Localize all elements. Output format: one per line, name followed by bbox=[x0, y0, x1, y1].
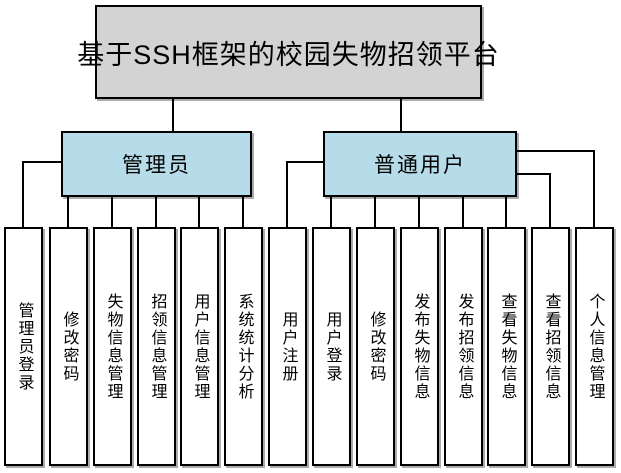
branch-node-user: 普通用户 bbox=[323, 131, 517, 197]
leaf-label: 用户信息管理 bbox=[191, 292, 209, 401]
connector-line bbox=[418, 196, 420, 227]
connector-line bbox=[198, 196, 200, 227]
connector-line bbox=[516, 173, 551, 175]
leaf-label: 失物信息管理 bbox=[104, 292, 122, 401]
connector-line bbox=[505, 196, 507, 227]
leaf-personal-info-management: 个人信息管理 bbox=[575, 227, 614, 466]
leaf-label: 个人信息管理 bbox=[586, 292, 604, 401]
connector-line bbox=[400, 99, 402, 131]
connector-line bbox=[111, 196, 113, 227]
connector-line bbox=[172, 99, 174, 131]
connector-line bbox=[286, 161, 325, 163]
leaf-label: 系统统计分析 bbox=[235, 292, 253, 401]
connector-line bbox=[549, 173, 551, 227]
leaf-view-found-info: 查看招领信息 bbox=[531, 227, 570, 466]
connector-line bbox=[22, 161, 63, 163]
root-node: 基于SSH框架的校园失物招领平台 bbox=[77, 5, 499, 99]
leaf-user-register: 用户注册 bbox=[268, 227, 307, 466]
branch-node-admin: 管理员 bbox=[61, 131, 252, 197]
leaf-label: 修改密码 bbox=[60, 310, 78, 383]
connector-line bbox=[155, 196, 157, 227]
leaf-label: 管理员登录 bbox=[15, 301, 33, 392]
leaf-admin-login: 管理员登录 bbox=[4, 227, 43, 466]
leaf-user-info-management: 用户信息管理 bbox=[180, 227, 219, 466]
connector-line bbox=[374, 196, 376, 227]
leaf-publish-lost-info: 发布失物信息 bbox=[400, 227, 439, 466]
leaf-user-login: 用户登录 bbox=[312, 227, 351, 466]
leaf-label: 查看失物信息 bbox=[498, 292, 516, 401]
connector-line bbox=[462, 196, 464, 227]
leaf-change-password-admin: 修改密码 bbox=[49, 227, 88, 466]
leaf-label: 用户登录 bbox=[323, 310, 341, 383]
leaf-label: 发布失物信息 bbox=[411, 292, 429, 401]
leaf-found-info-management: 招领信息管理 bbox=[137, 227, 176, 466]
leaf-label: 招领信息管理 bbox=[148, 292, 166, 401]
connector-line bbox=[286, 161, 288, 227]
connector-line bbox=[242, 196, 244, 227]
leaf-publish-found-info: 发布招领信息 bbox=[444, 227, 483, 466]
leaf-system-statistics: 系统统计分析 bbox=[224, 227, 263, 466]
connector-line bbox=[22, 161, 24, 227]
root-node-label: 基于SSH框架的校园失物招领平台 bbox=[77, 39, 500, 70]
leaf-label: 发布招领信息 bbox=[455, 292, 473, 401]
branch-node-admin-label: 管理员 bbox=[122, 154, 191, 177]
leaf-label: 用户注册 bbox=[279, 310, 297, 383]
leaf-change-password-user: 修改密码 bbox=[356, 227, 395, 466]
leaf-label: 查看招领信息 bbox=[542, 292, 560, 401]
leaf-view-lost-info: 查看失物信息 bbox=[487, 227, 526, 466]
connector-line bbox=[516, 150, 595, 152]
leaf-lost-info-management: 失物信息管理 bbox=[93, 227, 132, 466]
leaf-label: 修改密码 bbox=[367, 310, 385, 383]
connector-line bbox=[67, 196, 69, 227]
connector-line bbox=[593, 150, 595, 227]
branch-node-user-label: 普通用户 bbox=[374, 154, 466, 177]
connector-line bbox=[330, 196, 332, 227]
